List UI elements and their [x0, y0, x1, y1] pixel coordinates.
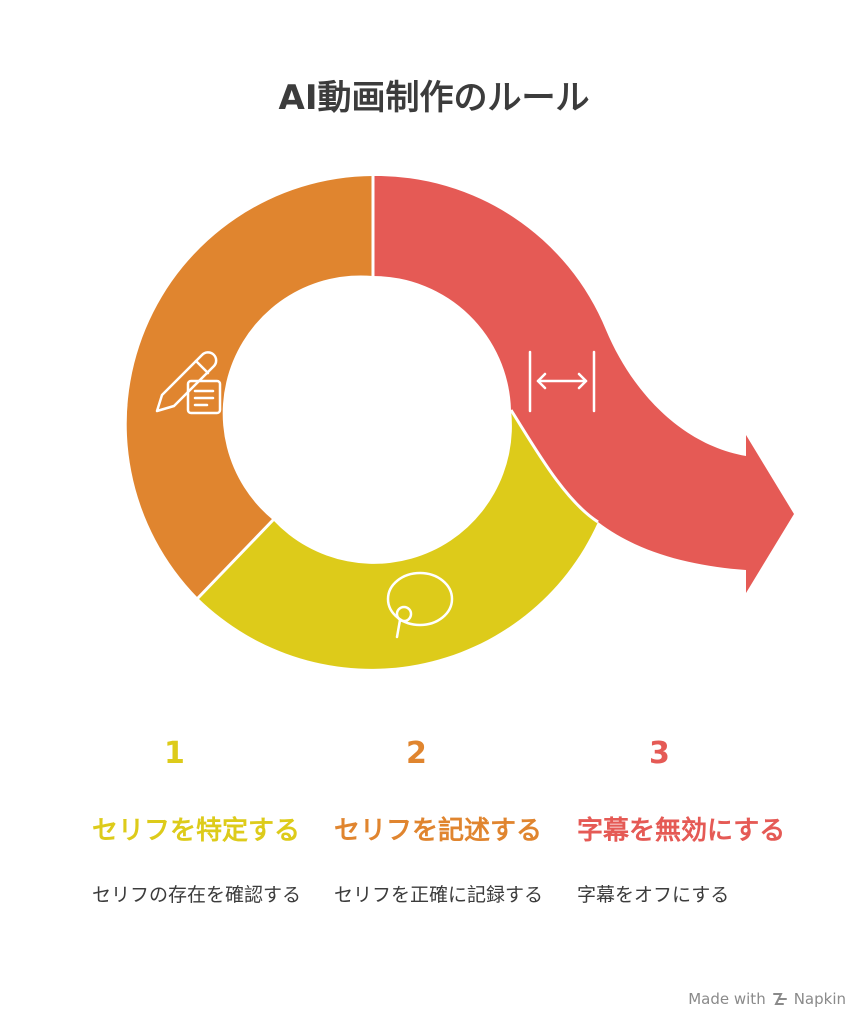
step-1-heading: セリフを特定する: [92, 816, 301, 846]
segment-yellow: [198, 410, 598, 669]
step-3-description: 字幕をオフにする: [577, 884, 730, 906]
step-3-number: 3: [649, 736, 670, 771]
step-2-number: 2: [406, 736, 427, 771]
center-hole: [237, 288, 509, 560]
napkin-logo-icon: [772, 993, 787, 1005]
step-2-heading: セリフを記述する: [334, 816, 543, 846]
speech-bubble-icon: [386, 571, 454, 639]
step-1: 1 セリフを特定する セリフの存在を確認する: [92, 730, 312, 910]
step-2: 2 セリフを記述する セリフを正確に記録する: [334, 730, 554, 910]
footer-brand: Napkin: [793, 990, 846, 1008]
diagram-title: AI動画制作のルール: [278, 78, 590, 118]
pencil-note-icon: [155, 351, 222, 415]
footer-attribution: Made with Napkin: [688, 990, 846, 1008]
separator-right: [509, 409, 599, 524]
step-1-number: 1: [164, 736, 185, 771]
step-2-description: セリフを正確に記録する: [334, 884, 544, 906]
separator-left: [195, 517, 276, 601]
footer-made-with: Made with: [688, 990, 766, 1008]
circular-flow-diagram: [126, 174, 794, 669]
step-3-heading: 字幕を無効にする: [577, 816, 786, 846]
step-3: 3 字幕を無効にする 字幕をオフにする: [577, 730, 797, 910]
step-1-description: セリフの存在を確認する: [92, 884, 302, 906]
width-arrows-icon: [528, 350, 596, 413]
segment-orange: [126, 176, 373, 598]
